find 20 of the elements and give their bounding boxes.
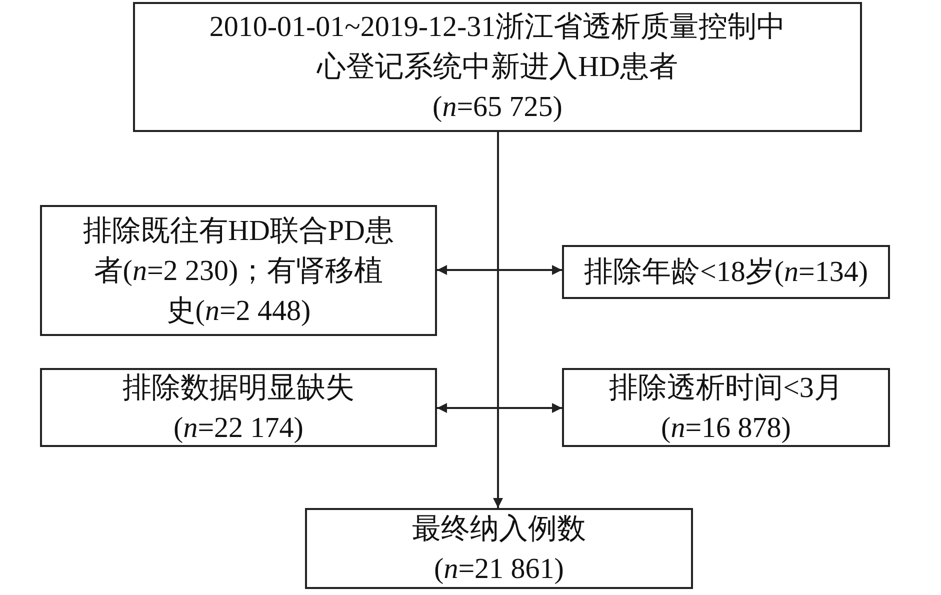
process-box <box>133 2 862 132</box>
process-box <box>562 368 890 447</box>
arrow <box>437 403 498 413</box>
box-text: (n=22 174) <box>174 410 304 446</box>
process-box <box>305 508 693 589</box>
box-text: 最终纳入例数 <box>412 512 586 546</box>
arrow <box>498 265 562 275</box>
box-text: (n=65 725) <box>432 90 562 125</box>
box-text: 排除既往有HD联合PD患者(n=2 230)；有肾移植史(n=2 448) <box>82 214 395 328</box>
box-text: 排除年龄<18岁(n=134) <box>584 255 868 290</box>
process-box <box>40 205 437 336</box>
process-box <box>562 245 890 299</box>
box-text: 排除透析时间<3月 <box>609 370 843 406</box>
arrow <box>493 132 503 508</box>
arrow <box>498 403 562 413</box>
arrow <box>437 265 498 275</box>
box-text: (n=16 878) <box>661 410 791 446</box>
process-box <box>40 368 437 447</box>
box-text: (n=21 861) <box>434 552 564 586</box>
box-text: 排除数据明显缺失 <box>122 370 354 406</box>
